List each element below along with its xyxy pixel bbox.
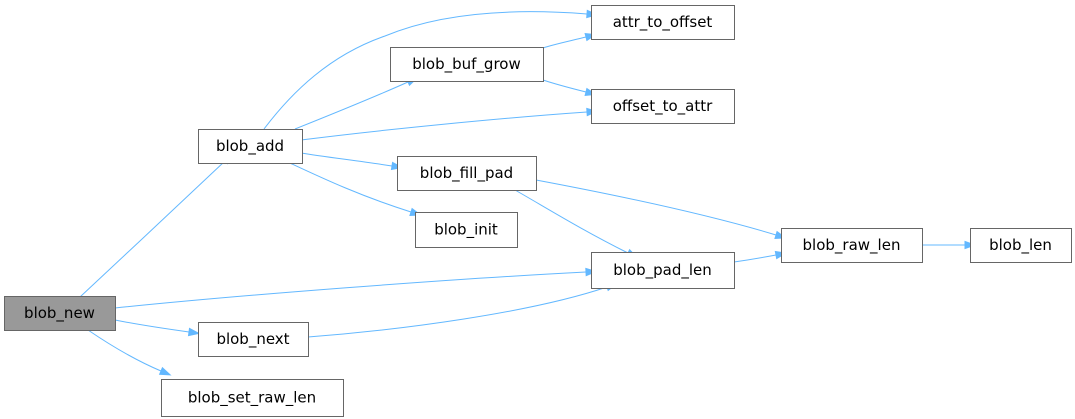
node-label: blob_next — [216, 330, 289, 349]
node-blob-len[interactable]: blob_len — [970, 228, 1072, 263]
edge-blob_add-to-offset_to_attr — [300, 107, 599, 141]
node-blob-init[interactable]: blob_init — [415, 212, 518, 248]
edge-blob_buf_grow-to-offset_to_attr — [542, 79, 598, 97]
node-blob-pad-len[interactable]: blob_pad_len — [591, 252, 735, 289]
edge-line — [542, 79, 587, 93]
node-attr-to-offset[interactable]: attr_to_offset — [591, 5, 735, 40]
node-box — [198, 129, 303, 164]
edge-blob_add-to-blob_buf_grow — [294, 77, 419, 130]
node-blob-add[interactable]: blob_add — [198, 129, 303, 164]
edge-line — [114, 271, 587, 309]
nodes-layer: blob_new blob_add blob_next blob_set_raw_le… — [4, 5, 1072, 417]
node-blob-fill-pad[interactable]: blob_fill_pad — [397, 156, 537, 191]
edge-line — [87, 329, 162, 372]
edge-blob_fill_pad-to-blob_raw_len — [535, 179, 787, 239]
node-blob-next[interactable]: blob_next — [198, 322, 309, 357]
edge-line — [733, 254, 777, 263]
node-label: blob_add — [216, 137, 284, 156]
edge-blob_pad_len-to-blob_raw_len — [733, 250, 788, 263]
edge-blob_next-to-blob_pad_len — [307, 283, 618, 338]
edge-line — [289, 162, 412, 213]
node-label: blob_pad_len — [613, 261, 712, 280]
node-label: blob_init — [434, 221, 498, 240]
node-blob-buf-grow[interactable]: blob_buf_grow — [390, 47, 544, 82]
node-label: offset_to_attr — [613, 97, 713, 116]
edge-blob_new-to-blob_set_raw_len — [87, 329, 172, 376]
edges-layer — [79, 9, 977, 376]
node-box — [390, 47, 544, 82]
node-box — [781, 228, 923, 263]
node-box — [415, 212, 518, 248]
node-box — [591, 5, 735, 40]
node-offset-to-attr[interactable]: offset_to_attr — [591, 89, 735, 124]
edge-line — [535, 179, 777, 236]
edge-blob_new-to-blob_add — [79, 153, 234, 298]
node-box — [4, 296, 116, 331]
node-box — [970, 228, 1072, 263]
edge-blob_fill_pad-to-blob_pad_len — [514, 189, 639, 259]
node-box — [397, 156, 537, 191]
node-label: blob_new — [24, 304, 95, 323]
node-box — [591, 252, 735, 289]
node-label: blob_len — [989, 236, 1052, 255]
edge-line — [307, 286, 608, 338]
node-blob-set-raw-len[interactable]: blob_set_raw_len — [161, 379, 344, 417]
node-blob-raw-len[interactable]: blob_raw_len — [781, 228, 923, 263]
edge-line — [263, 11, 588, 130]
edge-line — [514, 189, 629, 254]
edge-blob_buf_grow-to-attr_to_offset — [542, 32, 598, 49]
arrowhead-icon — [158, 366, 172, 376]
edge-line — [79, 160, 226, 298]
node-label: blob_fill_pad — [420, 164, 513, 183]
edge-blob_new-to-blob_pad_len — [114, 267, 598, 309]
node-label: blob_set_raw_len — [188, 389, 316, 408]
node-blob-new[interactable]: blob_new — [4, 296, 116, 331]
arrowhead-icon — [187, 327, 201, 337]
node-label: blob_buf_grow — [412, 55, 521, 74]
edge-line — [114, 319, 190, 333]
edge-line — [300, 152, 393, 167]
edge-line — [294, 81, 409, 130]
edge-line — [542, 36, 587, 49]
edge-line — [300, 111, 588, 141]
node-box — [591, 89, 735, 124]
node-box — [161, 379, 344, 417]
node-box — [198, 322, 309, 357]
node-label: blob_raw_len — [803, 236, 901, 255]
node-label: attr_to_offset — [613, 13, 713, 32]
edge-blob_new-to-blob_next — [114, 319, 201, 337]
edge-blob_add-to-blob_fill_pad — [300, 152, 404, 171]
edge-blob_raw_len-to-blob_len — [922, 240, 977, 250]
